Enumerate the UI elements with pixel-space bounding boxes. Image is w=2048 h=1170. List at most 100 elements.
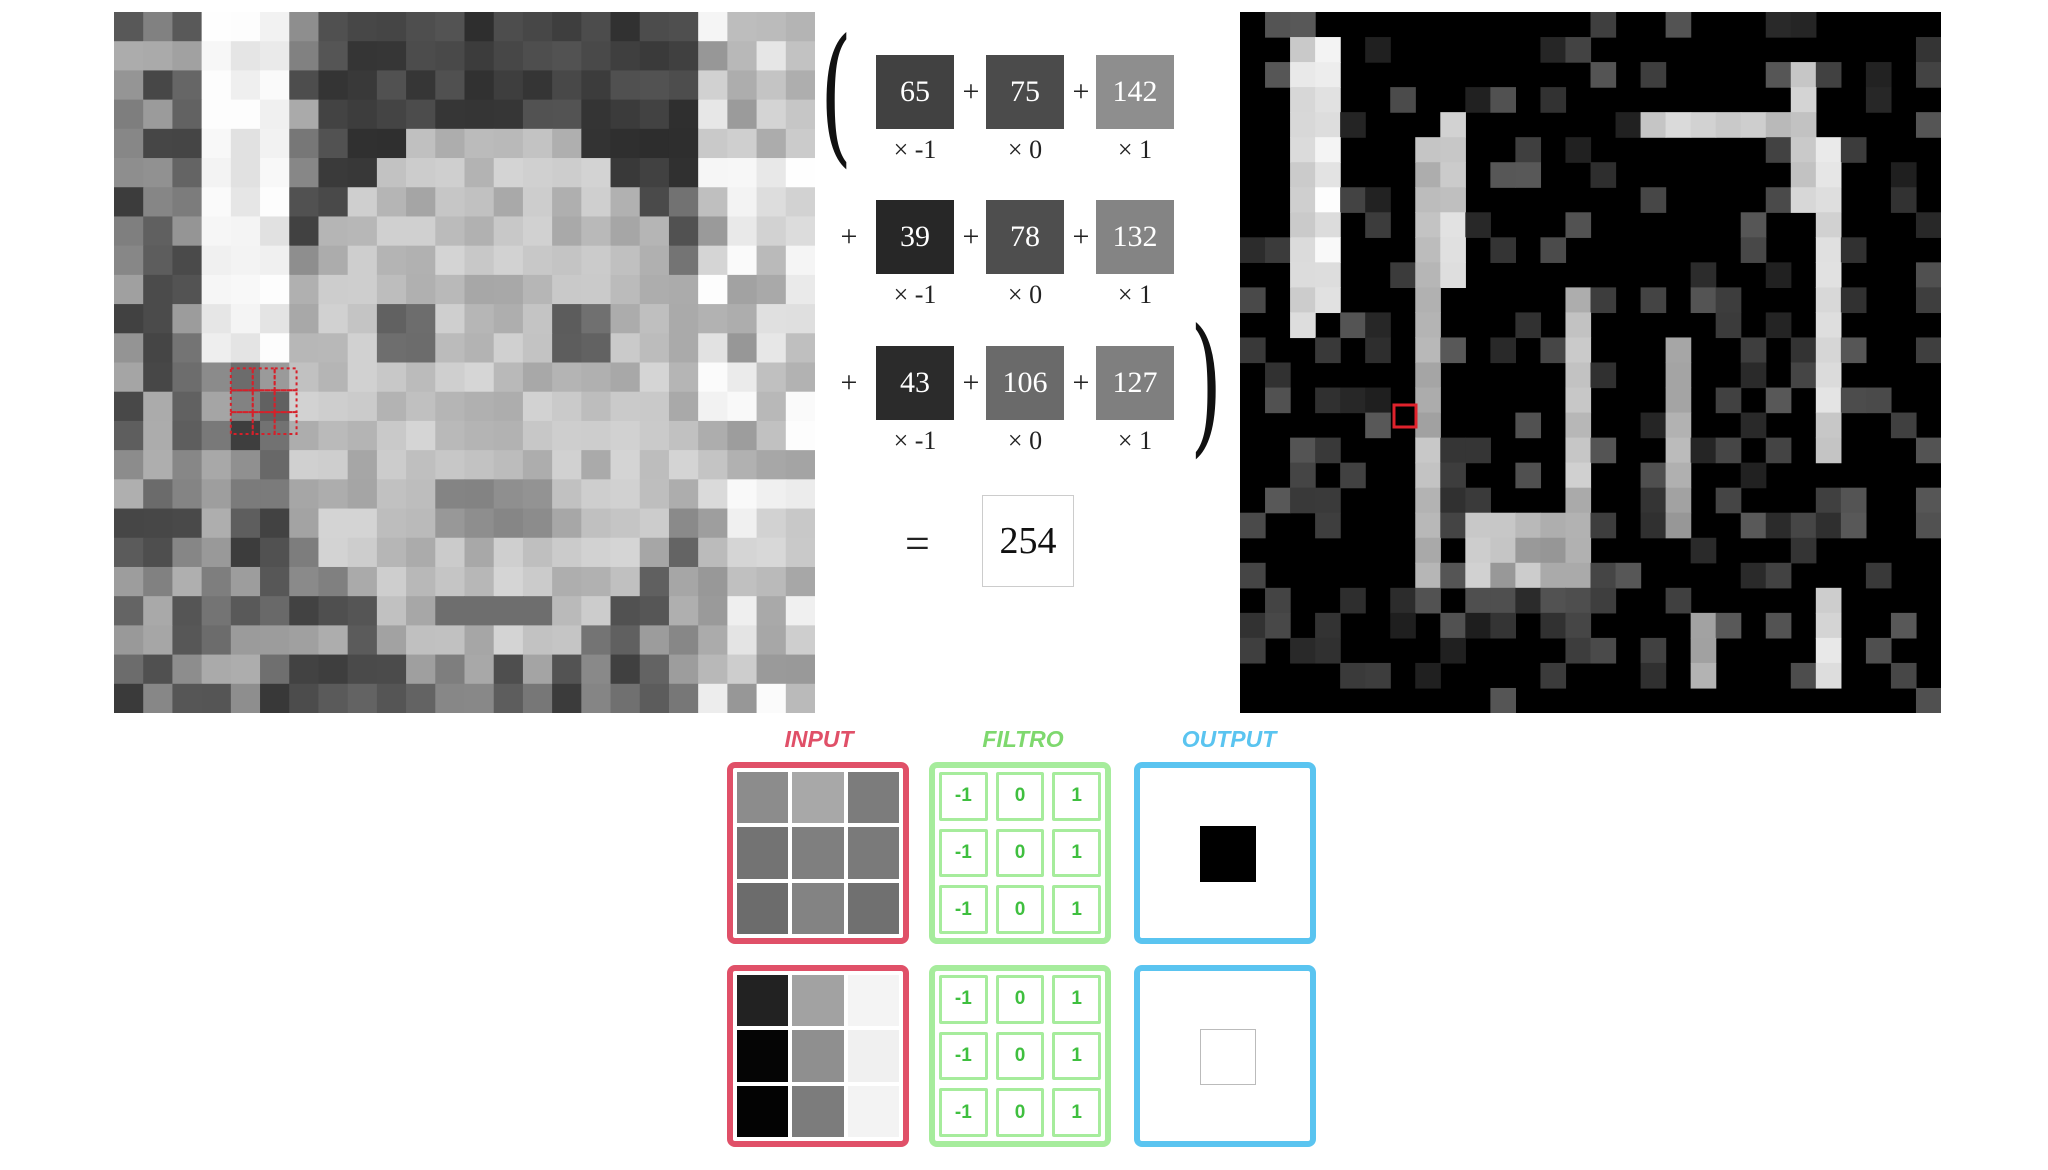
input-pixel	[318, 274, 349, 305]
input-pixel	[493, 216, 524, 247]
input-pixel	[172, 216, 203, 247]
input-pixel	[114, 187, 144, 218]
feature-pixel	[1715, 387, 1742, 414]
input-patch-cell	[737, 1030, 789, 1082]
input-pixel	[727, 158, 758, 188]
filter-weight-cell: -1	[939, 975, 988, 1024]
input-pixel	[668, 333, 699, 364]
feature-pixel	[1815, 187, 1842, 213]
feature-pixel	[1690, 112, 1717, 138]
input-pixel	[610, 99, 641, 130]
feature-pixel	[1290, 287, 1316, 314]
feature-pixel	[1465, 587, 1491, 614]
input-pixel	[785, 41, 815, 72]
input-pixel	[260, 537, 290, 568]
feature-pixel	[1915, 37, 1941, 63]
input-pixel	[581, 216, 612, 247]
input-pixel	[318, 304, 349, 334]
input-pixel	[172, 128, 203, 159]
feature-pixel	[1840, 337, 1867, 364]
input-pixel	[406, 508, 436, 539]
feature-pixel	[1665, 512, 1692, 539]
feature-pixel	[1815, 287, 1842, 314]
input-pixel	[522, 245, 553, 276]
input-pixel	[552, 683, 582, 713]
pixel-term: 142× 1	[1096, 55, 1174, 164]
input-pixel	[610, 508, 641, 539]
feature-pixel	[1915, 262, 1941, 288]
input-pixel	[114, 450, 144, 480]
input-pixel	[552, 479, 582, 510]
input-pixel	[435, 99, 466, 130]
input-pixel	[435, 391, 466, 422]
input-pixel	[581, 304, 612, 334]
input-pixel	[639, 70, 670, 101]
feature-pixel	[1715, 612, 1742, 639]
feature-pixel	[1290, 112, 1316, 138]
feature-pixel	[1440, 187, 1466, 213]
input-pixel	[201, 450, 232, 480]
input-pixel	[318, 596, 349, 626]
feature-pixel	[1265, 612, 1291, 639]
input-label: INPUT	[784, 726, 854, 752]
input-pixel	[318, 158, 349, 188]
input-pixel	[493, 99, 524, 130]
input-pixel	[114, 479, 144, 510]
input-pixel	[376, 245, 407, 276]
input-pixel	[435, 245, 466, 276]
input-pixel	[143, 216, 174, 247]
feature-pixel	[1640, 662, 1667, 689]
input-pixel	[289, 362, 320, 393]
input-pixel	[406, 187, 436, 218]
input-pixel	[668, 566, 699, 597]
input-pixel	[201, 304, 232, 334]
feature-pixel	[1390, 612, 1416, 639]
input-pixel	[639, 274, 670, 305]
feature-pixel	[1790, 62, 1817, 88]
input-pixel	[698, 187, 728, 218]
input-pixel	[230, 216, 261, 247]
input-pixel	[201, 420, 232, 451]
input-pixel	[406, 362, 436, 393]
feature-pixel	[1315, 512, 1341, 539]
input-pixel	[289, 274, 320, 305]
input-pixel	[406, 333, 436, 364]
input-patch-cell	[737, 772, 789, 824]
input-pixel	[493, 566, 524, 597]
feature-pixel	[1915, 687, 1941, 713]
input-pixel	[143, 566, 174, 597]
input-pixel	[260, 158, 290, 188]
input-pixel	[143, 99, 174, 130]
plus-operator: +	[1072, 220, 1090, 253]
input-pixel	[756, 596, 787, 626]
input-pixel	[318, 566, 349, 597]
input-pixel	[260, 625, 290, 656]
input-pixel	[143, 304, 174, 334]
feature-pixel	[1440, 487, 1466, 514]
feature-pixel	[1465, 87, 1491, 113]
feature-pixel	[1665, 587, 1692, 614]
input-pixel	[581, 245, 612, 276]
input-pixel	[406, 99, 436, 130]
input-patch-cell	[847, 1030, 899, 1082]
feature-pixel	[1665, 337, 1692, 364]
input-pixel	[668, 362, 699, 393]
input-pixel	[318, 537, 349, 568]
input-pixel	[581, 596, 612, 626]
input-pixel	[698, 391, 728, 422]
input-pixel	[552, 596, 582, 626]
input-pixel	[435, 216, 466, 247]
input-pixel	[201, 596, 232, 626]
input-pixel	[756, 99, 787, 130]
feature-pixel	[1515, 137, 1542, 163]
feature-pixel	[1490, 337, 1516, 364]
feature-pixel	[1740, 237, 1767, 263]
feature-pixel	[1265, 237, 1291, 263]
input-pixel	[522, 391, 553, 422]
input-pixel	[727, 216, 758, 247]
input-pixel	[172, 391, 203, 422]
input-pixel	[785, 420, 815, 451]
input-pixel	[464, 70, 495, 101]
feature-pixel	[1890, 187, 1917, 213]
